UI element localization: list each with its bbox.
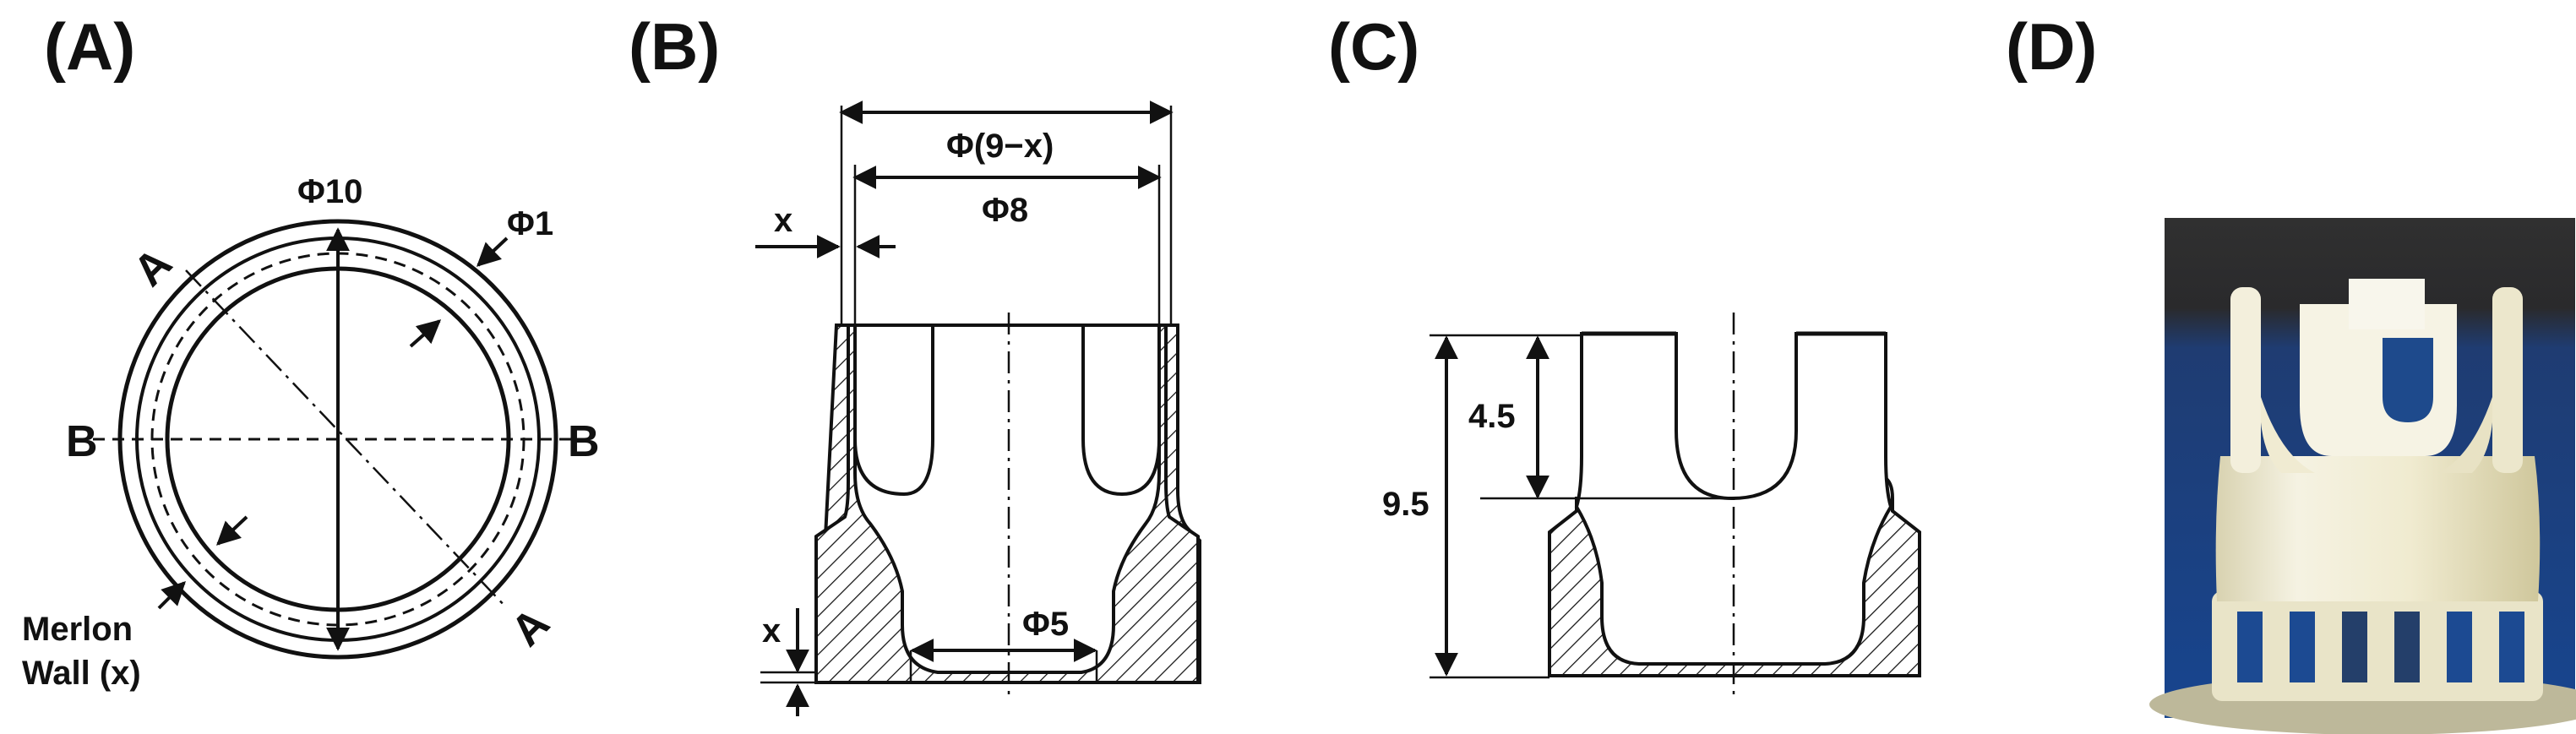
- merlon-label-line2: Wall (x): [22, 655, 141, 692]
- dim-phi1-arrow-inner: [409, 319, 442, 348]
- dim-phi8-text: Φ8: [982, 192, 1028, 229]
- dim-9-5-text: 9.5: [1382, 486, 1430, 523]
- panel-b: (B) Φ(9−x) Φ8 x x: [629, 9, 1201, 716]
- section-a-label-bottom: A: [502, 599, 559, 656]
- photo-post-right: [2492, 287, 2523, 473]
- photo-body: [2215, 456, 2541, 601]
- section-a-label-top: A: [124, 239, 182, 296]
- dim-phi1-arrow-outer: [476, 237, 509, 267]
- dim-phi5-text: Φ5: [1022, 606, 1069, 643]
- dim-phi1-text: Φ1: [507, 205, 553, 242]
- dim-base-x-text: x: [762, 612, 781, 650]
- dim-4-5-text: 4.5: [1468, 398, 1516, 435]
- photo-printed-part: [2149, 218, 2576, 734]
- panel-a: (A) Φ10 Φ1 A A B B Merlon Wall (x): [22, 9, 600, 692]
- section-b-label-left: B: [66, 417, 98, 466]
- section-b-label-right: B: [568, 417, 600, 466]
- panel-a-label: (A): [44, 9, 135, 84]
- photo-post-left: [2230, 287, 2261, 473]
- panel-c: (C) 4.5 9.5: [1328, 9, 1921, 701]
- dim-phi9x-text: Φ(9−x): [946, 128, 1054, 165]
- dim-wall-x-text: x: [774, 202, 792, 239]
- slot-right: [1081, 325, 1161, 497]
- slot-left: [853, 325, 934, 497]
- merlon-arrow-outer: [157, 581, 186, 610]
- panel-c-label: (C): [1328, 9, 1419, 84]
- section-cavity: [853, 324, 1161, 674]
- dim-phi10-text: Φ10: [297, 173, 362, 210]
- panel-b-label: (B): [629, 9, 720, 84]
- merlon-label-line1: Merlon: [22, 611, 133, 648]
- panel-d-label: (D): [2006, 9, 2097, 84]
- merlon-arrow-inner: [215, 515, 248, 546]
- panel-d: (D): [2006, 9, 2576, 734]
